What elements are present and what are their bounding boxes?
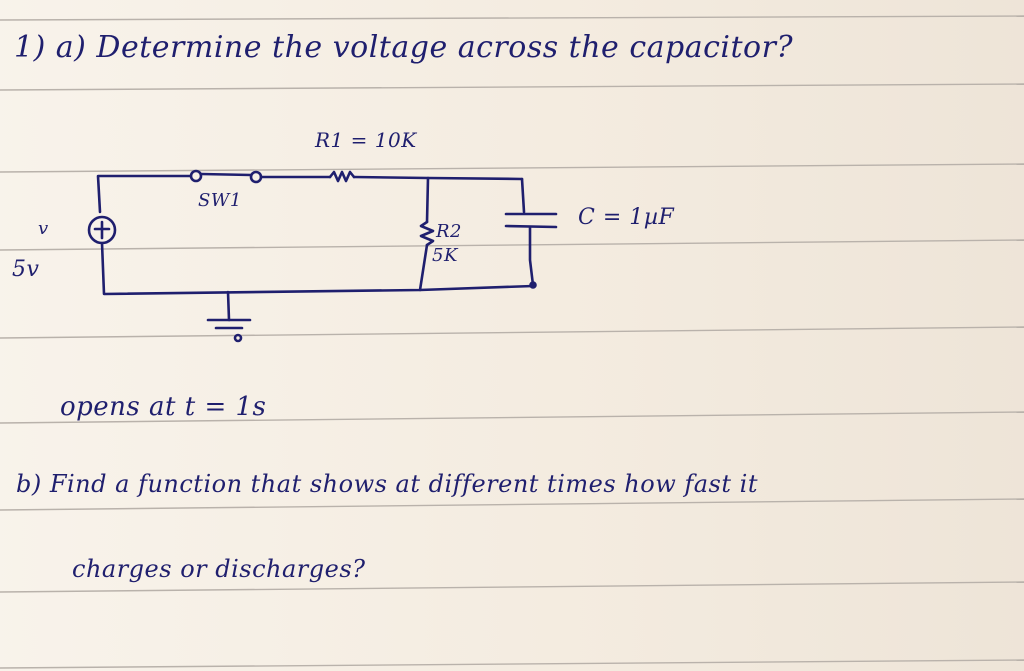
capacitor-plate-bottom [504, 224, 558, 229]
switch-blade [199, 172, 253, 177]
ground-wire [226, 290, 231, 322]
r2-name: R2 [436, 221, 463, 242]
voltage-source-plus [93, 220, 111, 240]
wire-cap-bottom [528, 226, 535, 287]
switch-label: SW1 [198, 190, 242, 211]
question-b-line-2: charges or discharges? [72, 555, 366, 583]
wire-r2-bottom [418, 243, 429, 292]
switch-contact-left [189, 169, 203, 183]
wire-left-bottom [100, 241, 535, 296]
wire-cap-top [520, 177, 526, 214]
question-a-text: a) Determine the voltage across the capa… [55, 30, 794, 65]
ground-node [233, 333, 243, 343]
question-number: 1) [14, 30, 46, 65]
capacitor-label: C = 1µF [578, 205, 675, 230]
wire-r1-node [352, 175, 524, 181]
junction-dot [529, 281, 537, 289]
resistor-r2 [419, 220, 435, 247]
r2-value: 5K [432, 245, 458, 266]
resistor-r1 [328, 170, 356, 183]
wire-r2-top [425, 176, 430, 224]
switch-note: opens at t = 1s [60, 392, 267, 422]
source-symbol: v [38, 218, 49, 239]
source-value: 5v [12, 257, 40, 282]
wire-left-top [96, 174, 192, 214]
switch-contact-right [249, 170, 263, 184]
question-a: 1) a) Determine the voltage across the ca… [14, 30, 793, 65]
r1-label: R1 = 10K [315, 128, 417, 152]
question-b-line-1: b) Find a function that shows at differe… [16, 470, 758, 498]
